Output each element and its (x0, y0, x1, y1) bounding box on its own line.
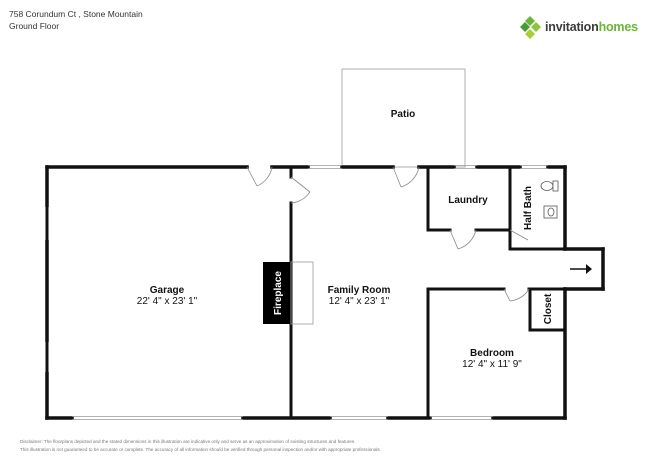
bedroom-label: Bedroom (470, 348, 514, 359)
bedroom-dims: 12' 4" x 11' 9" (462, 359, 522, 370)
family-room-label: Family Room (328, 285, 391, 296)
disclaimer-line-1: Disclaimer: The floorplans depicted and … (20, 439, 356, 444)
family-room-dims: 12' 4" x 23' 1" (329, 296, 390, 307)
laundry-label: Laundry (448, 195, 488, 206)
closet-label: Closet (543, 293, 554, 324)
doors (246, 166, 530, 302)
fireplace-label: Fireplace (273, 271, 284, 315)
patio-label: Patio (391, 109, 415, 120)
diamond-tiles-icon (520, 16, 541, 39)
half-bath-label: Half Bath (523, 186, 534, 230)
sink-icon (543, 205, 558, 219)
windows (45, 165, 548, 420)
garage-dims: 22' 4" x 23' 1" (137, 296, 198, 307)
hearth (290, 261, 314, 325)
brand-name-part2: homes (598, 20, 638, 34)
brand-name-part1: invitation (545, 20, 599, 34)
brand-name: invitationhomes (545, 20, 638, 34)
stairs-arrow-icon (570, 264, 592, 274)
garage-label: Garage (150, 285, 185, 296)
toilet-icon (540, 180, 559, 192)
floor-label: Ground Floor (9, 21, 60, 31)
brand-logo: invitationhomes (519, 15, 639, 41)
exterior-walls (45, 165, 605, 420)
disclaimer-line-2: This illustration is not guaranteed to b… (20, 447, 381, 452)
property-address: 758 Corundum Ct , Stone Mountain (9, 9, 143, 19)
fireplace-box (263, 262, 290, 324)
patio-outline (341, 68, 466, 168)
